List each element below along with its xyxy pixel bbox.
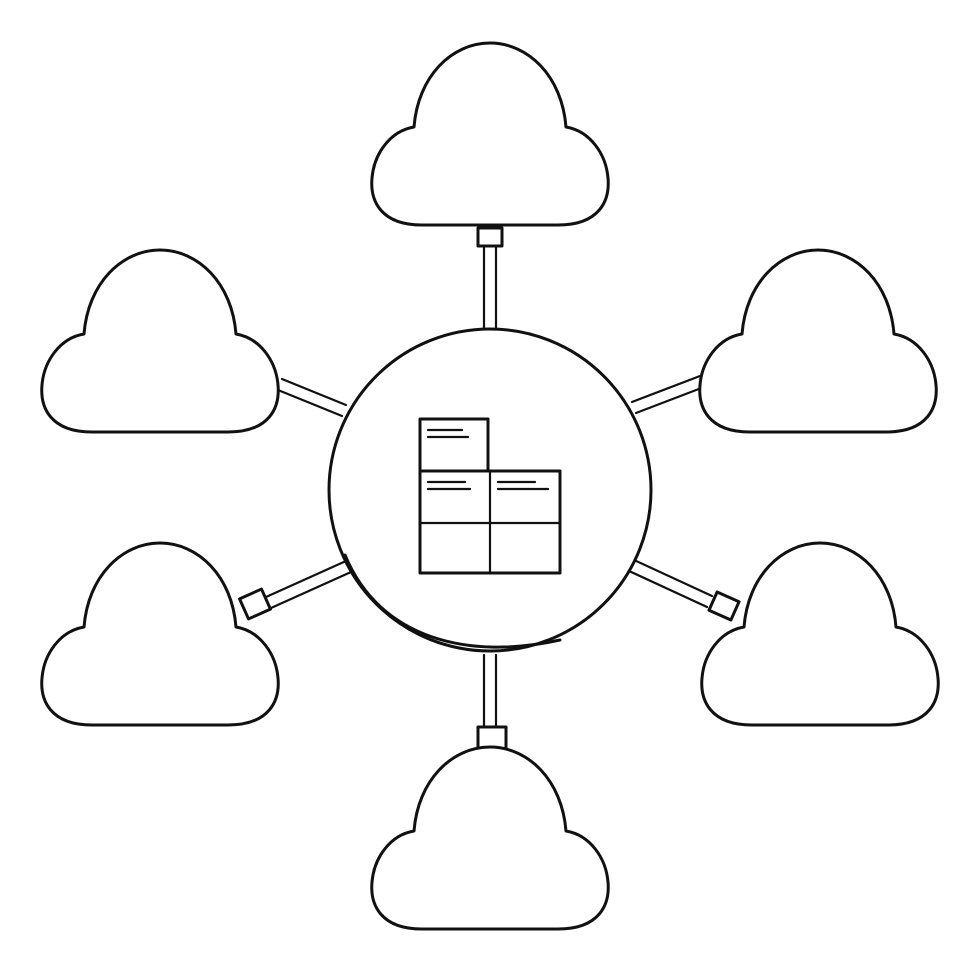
connector-bottom: [476, 653, 508, 755]
server-blocks-icon: [418, 417, 562, 575]
connector-lower-right: [627, 558, 741, 622]
connector-upper-right: [630, 374, 706, 415]
cloud-lower-right: [700, 541, 940, 727]
connectors: [238, 226, 741, 755]
cloud-upper-left: [40, 248, 280, 434]
cloud-top: [370, 41, 610, 227]
plug-lower-left: [238, 587, 272, 621]
connector-lower-left: [238, 559, 353, 621]
plug-top: [476, 226, 504, 248]
connector-upper-left: [276, 377, 348, 418]
hub-node: [327, 327, 653, 653]
cloud-bottom: [370, 745, 610, 931]
cloud-upper-right: [698, 248, 938, 434]
cloud-lower-left: [40, 541, 280, 727]
connector-top: [476, 226, 504, 330]
plug-lower-right: [707, 590, 741, 622]
